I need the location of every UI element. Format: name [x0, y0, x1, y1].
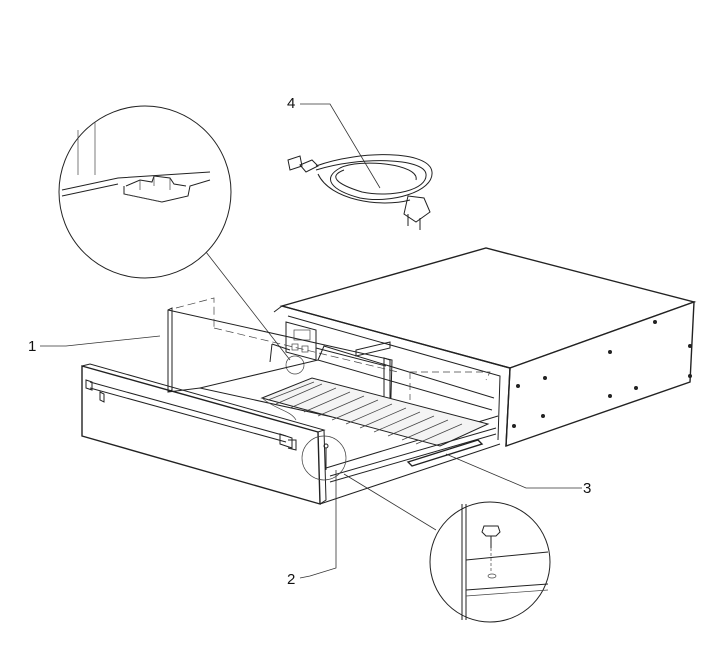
cabinet-housing: [273, 247, 697, 448]
callout-3: 3: [583, 480, 591, 497]
detail-leader-clip: [205, 251, 291, 361]
callout-2: 2: [287, 571, 295, 588]
detail-marker-clip: [285, 355, 305, 375]
drawer-front-panel: [81, 363, 327, 505]
leader-1: [40, 335, 161, 347]
callout-1: 1: [28, 338, 36, 355]
power-cable: [287, 154, 433, 230]
leader-4: [300, 103, 381, 189]
leader-3: [445, 453, 582, 489]
control-panel: [285, 321, 317, 361]
drawer-tub: [167, 341, 501, 505]
leader-2: [299, 470, 337, 579]
detail-circle-screw: [429, 501, 551, 623]
detail-leader-screw: [343, 473, 437, 531]
callout-4: 4: [287, 95, 295, 112]
detail-circle-clip: [58, 105, 232, 279]
fixing-screw: [301, 435, 347, 481]
telescopic-rail: [406, 439, 484, 467]
